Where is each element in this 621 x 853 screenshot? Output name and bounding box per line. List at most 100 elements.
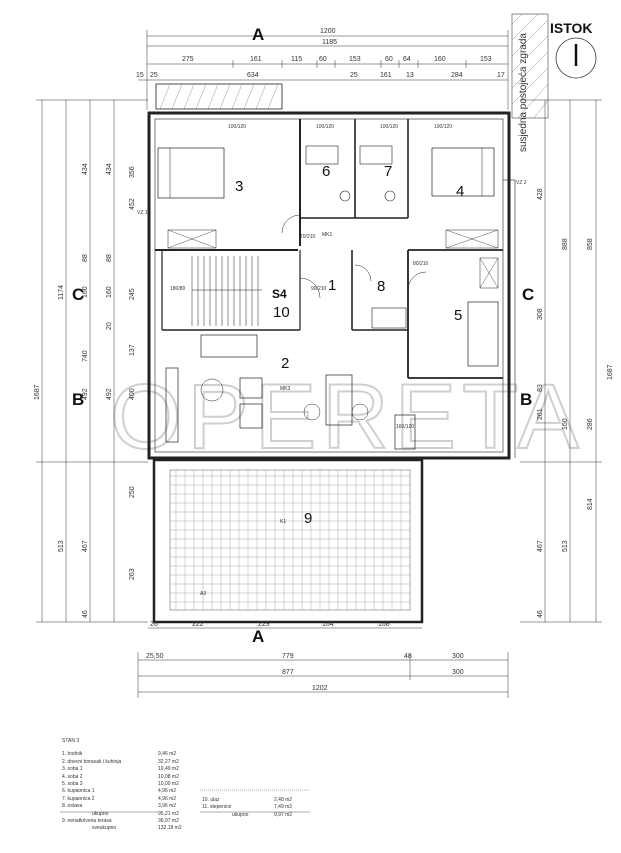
k1-tag: K1 [280, 519, 286, 525]
legend-row: 3. soba 1 19,49 m2 [62, 766, 182, 773]
legend-subtotal-label: ukupno [92, 810, 109, 817]
legend-label: 8. ostava [62, 803, 83, 810]
left-434b: 434 [106, 163, 113, 175]
right-814: 814 [587, 498, 594, 510]
section-mark-b-left: B [72, 390, 84, 409]
opening-tags: 100/120 100/120 100/120 100/120 70/210 9… [137, 124, 527, 597]
left-c-dim: 1174 [58, 285, 65, 300]
section-mark-b-right: B [520, 390, 532, 409]
legend-label: 10. ulaz [202, 797, 220, 803]
legend-row: 5. soba 3 10,00 m2 [62, 781, 182, 788]
legend-value: 3,96 m2 [158, 803, 177, 810]
top-row3: 25 [350, 72, 358, 79]
left-88b: 88 [106, 254, 113, 262]
section-mark-a-bottom: A [252, 627, 264, 646]
mk1-tag: MK1 [322, 232, 333, 238]
legend-value: 10,08 m2 [158, 773, 179, 780]
bottom-row3-dims: 877 300 [282, 669, 464, 676]
top-seg: 60 [385, 56, 393, 63]
top-seg: 115 [291, 56, 302, 63]
legend-row: 10. ulaz 2,48 m2 [202, 797, 292, 804]
window-tag: 100/120 [228, 124, 246, 130]
legend-label: 5. soba 3 [62, 781, 83, 788]
top-row3: 25 [150, 72, 158, 79]
right-467: 467 [537, 540, 544, 552]
section-mark-a-top: A [252, 25, 264, 44]
door-tag: 80/210 [413, 261, 429, 267]
legend-value: 10,00 m2 [158, 781, 179, 788]
right-46: 46 [537, 610, 544, 618]
bottom-row2-dims: 25,50 779 48 300 [146, 653, 464, 660]
bottom-row2: 779 [282, 653, 294, 660]
left-452: 452 [129, 198, 136, 210]
bottom-row3: 877 [282, 669, 294, 676]
legend-value: 2,48 m2 [274, 797, 293, 803]
bottom-row1: 164 [322, 621, 334, 628]
window-tag: 100/120 [434, 124, 452, 130]
top-row3: 634 [247, 72, 259, 79]
compass-label: ISTOK [550, 20, 593, 36]
legend-label: 1. hodnik [62, 751, 83, 758]
legend-value: 19,49 m2 [158, 766, 179, 773]
legend-value: 4,96 m2 [158, 788, 177, 795]
left-46: 46 [82, 610, 89, 618]
vz1-tag: VZ 1 [137, 210, 148, 216]
right-286: 286 [587, 418, 594, 430]
right-83: 83 [537, 384, 544, 392]
vz2-tag: VZ 2 [516, 180, 527, 186]
left-160: 160 [82, 286, 89, 298]
left-20: 20 [106, 322, 113, 330]
right-858: 858 [587, 238, 594, 250]
room-8-label: 8 [377, 278, 385, 295]
left-lower-dim: 513 [58, 540, 65, 552]
room-9-label: 9 [304, 510, 312, 527]
room-7-label: 7 [384, 163, 392, 180]
right-261: 261 [537, 408, 544, 420]
top-row3-dims: 15 25 634 25 161 13 284 17 [136, 72, 505, 79]
top-row3: 15 [136, 72, 144, 79]
bottom-row2: 48 [404, 653, 412, 660]
legend-total-label: sveukupno [92, 825, 117, 832]
top-seg: 60 [319, 56, 327, 63]
legend-terrace-label: 9. nenatkrivena terasa [62, 818, 112, 825]
left-356: 356 [129, 166, 136, 178]
legend-extra-total-label: ukupno [232, 811, 249, 818]
window-tag: 180/80 [170, 286, 186, 292]
left-88: 88 [82, 254, 89, 262]
left-492: 492 [82, 388, 89, 400]
bottom-row1: 229 [258, 621, 270, 628]
legend-row: 8. ostava 3,96 m2 [62, 803, 182, 810]
window-tag: 160/120 [396, 424, 414, 430]
legend-label: 11. stepenice [202, 804, 232, 811]
top-segment-dims: 275 161 115 60 153 60 64 160 153 [182, 56, 492, 63]
window-tag: 100/120 [316, 124, 334, 130]
room-6-label: 6 [322, 163, 330, 180]
legend-label: 6. kupaonica 1 [62, 788, 95, 795]
top-seg: 153 [349, 56, 361, 63]
top-seg: 153 [480, 56, 492, 63]
bottom-dimension-lines [137, 627, 509, 698]
top-seg: 161 [250, 56, 262, 63]
top-seg: 160 [434, 56, 446, 63]
bottom-row2: 300 [452, 653, 464, 660]
right-888: 888 [562, 238, 569, 250]
legend-label: 3. soba 1 [62, 766, 83, 773]
room-3-label: 3 [235, 178, 243, 195]
right-160: 160 [562, 418, 569, 430]
neighbor-label: susjedna postojeća zgrada [518, 33, 529, 152]
legend-title: STAN 3 [62, 738, 80, 744]
legend-row: 6. kupaonica 1 4,96 m2 [62, 788, 182, 795]
top-inner-dim: 1185 [322, 39, 337, 46]
right-dimension-lines [520, 99, 602, 623]
window-tag: 100/120 [380, 124, 398, 130]
left-263: 263 [129, 568, 136, 580]
bottom-row2: 25,50 [146, 653, 164, 660]
neighbor-building: susjedna postojeća zgrada [511, 13, 549, 152]
left-467: 467 [82, 540, 89, 552]
